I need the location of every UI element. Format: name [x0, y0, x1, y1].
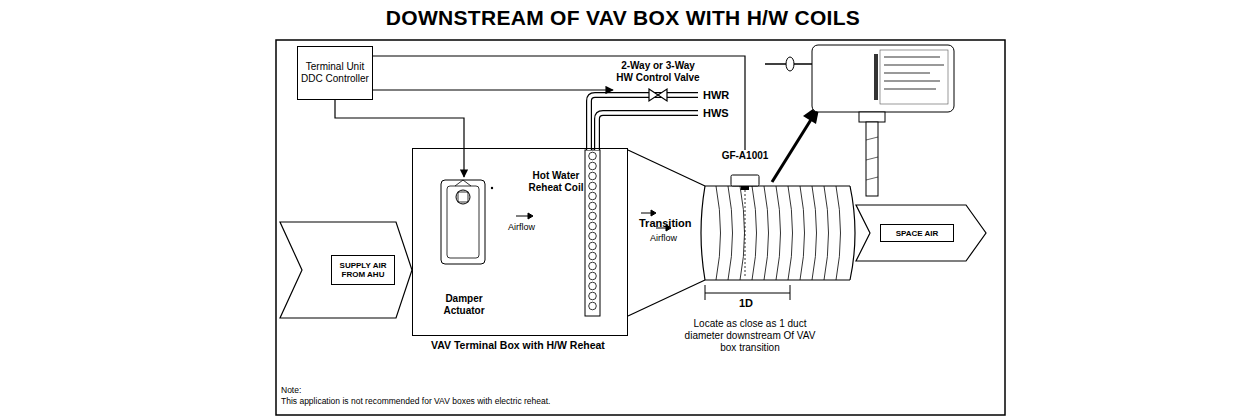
title: DOWNSTREAM OF VAV BOX WITH H/W COILS	[0, 6, 1246, 30]
duct-ring	[800, 186, 805, 280]
coil-tube	[589, 272, 597, 280]
coil-tube	[589, 202, 597, 210]
coil-tube	[589, 292, 597, 300]
hot-water-pipes	[589, 95, 698, 150]
node-text: Terminal Unit DDC Controller	[301, 61, 369, 85]
coil-tube	[589, 152, 597, 160]
coil-tube	[589, 302, 597, 310]
coil-tube	[589, 282, 597, 290]
coil-tube	[589, 212, 597, 220]
coil-tube	[589, 252, 597, 260]
airflow-label: Airflow	[650, 233, 677, 244]
note-text: This application is not recommended for …	[281, 396, 550, 406]
coil-tube	[589, 262, 597, 270]
node-text: VAV Terminal Box with H/W Reheat	[431, 339, 605, 351]
duct-ring	[716, 186, 721, 280]
leader-arrow	[772, 104, 820, 182]
duct-sensor: GF-A1001	[705, 150, 785, 188]
node-text: SPACE AIR	[896, 229, 939, 238]
duct-ring	[776, 186, 781, 280]
duct-ring	[728, 186, 733, 280]
control-wire	[373, 56, 745, 150]
dimension-label: 1D	[739, 297, 753, 310]
reheat-coil	[585, 150, 600, 316]
pipe-label: HWR	[703, 89, 729, 102]
vav-terminal-box: VAV Terminal Box with H/W ReheatDamper A…	[412, 148, 628, 336]
node-text: SUPPLY AIR FROM AHU	[334, 261, 392, 279]
duct-ring	[788, 186, 793, 280]
control-wire	[335, 100, 464, 177]
duct-ring	[740, 186, 745, 280]
coil-tube	[589, 242, 597, 250]
transition-label: Transition	[639, 217, 692, 230]
duct-ring	[764, 186, 769, 280]
location-note: Locate as close as 1 duct diameter downs…	[684, 318, 816, 354]
duct-ring	[824, 186, 829, 280]
note-heading: Note:	[281, 385, 301, 395]
space-air-label-box: SPACE AIR	[880, 224, 954, 242]
duct-ring	[812, 186, 817, 280]
duct-sensor	[731, 175, 759, 278]
coil-tube	[589, 162, 597, 170]
coil-label: Hot Water Reheat Coil	[526, 170, 586, 194]
coil-tube	[589, 172, 597, 180]
supply-air-arrow	[280, 222, 412, 318]
frame	[276, 40, 1005, 415]
duct	[701, 186, 855, 280]
node-text: 2-Way or 3-Way HW Control Valve	[613, 60, 703, 84]
control-valve: 2-Way or 3-Way HW Control Valve	[613, 60, 703, 102]
airflow-label: Airflow	[508, 222, 535, 233]
sensor-inset	[765, 45, 954, 196]
supply-air-label-box: SUPPLY AIR FROM AHU	[331, 255, 395, 285]
duct-ring	[836, 186, 841, 280]
duct-ring	[752, 186, 757, 280]
coil-tube	[589, 232, 597, 240]
coil-tube	[589, 222, 597, 230]
damper-actuator	[441, 180, 493, 264]
control-valve	[649, 89, 667, 101]
damper-actuator: Damper Actuator	[433, 177, 495, 317]
node-text: Damper Actuator	[433, 293, 495, 317]
space-air-arrow	[856, 205, 986, 261]
node-text: GF-A1001	[705, 150, 785, 162]
coil-tube	[589, 182, 597, 190]
controller-box: Terminal Unit DDC Controller	[297, 46, 373, 100]
control-wire	[373, 89, 613, 90]
pipe-label: HWS	[703, 107, 729, 120]
coil-tube	[589, 192, 597, 200]
transition	[628, 150, 705, 316]
